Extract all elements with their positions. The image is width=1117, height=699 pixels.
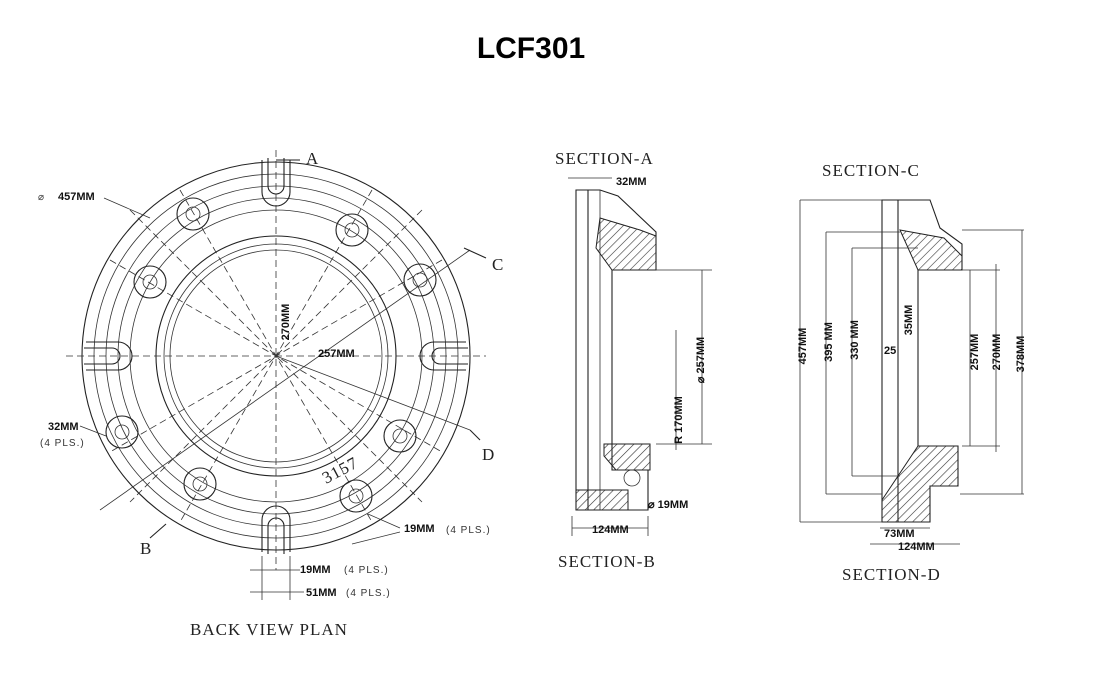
section-cd-d330: 330 MM — [849, 320, 861, 360]
drawing-title: LCF301 — [477, 32, 585, 65]
section-a-b: SECTION-A 32MM ⌀ 257MM R 170MM ⌀ 19MM 12… — [555, 149, 712, 571]
stamp-number: 3157 — [319, 453, 361, 488]
outer-dia-symbol: ⌀ — [38, 192, 45, 203]
outer-dia-label: 457MM — [58, 191, 95, 203]
section-ab-width-124: 124MM — [592, 524, 629, 536]
section-marker-c: C — [492, 255, 504, 274]
section-a-caption: SECTION-A — [555, 149, 654, 168]
inner-dia-vertical-label: 270MM — [280, 304, 292, 341]
slot-width-bottom-label: 19MM — [300, 564, 331, 576]
section-b-caption: SECTION-B — [558, 552, 656, 571]
section-cd-d270: 270MM — [991, 334, 1003, 371]
section-cd-d35: 35MM — [903, 305, 915, 336]
section-c-d: SECTION-C 457MM 395 MM 330 MM 35MM 25 25… — [797, 161, 1027, 584]
back-view-caption: BACK VIEW PLAN — [190, 620, 348, 639]
slot-width-label: 32MM — [48, 421, 79, 433]
back-view-plan: A B C D ⌀ 457MM 270MM 257MM 32MM (4 PLS.… — [38, 149, 504, 639]
section-ab-dia-257: ⌀ 257MM — [695, 337, 707, 383]
section-ab-radius-170: R 170MM — [673, 396, 685, 444]
hole-count-label: (4 PLS.) — [446, 525, 491, 536]
section-cd-d378: 378MM — [1015, 336, 1027, 373]
section-cd-d395: 395 MM — [823, 322, 835, 362]
section-cd-d257: 257MM — [969, 334, 981, 371]
hole-dia-label: 19MM — [404, 523, 435, 535]
section-cd-d457: 457MM — [797, 328, 809, 365]
slot-count-label: (4 PLS.) — [40, 438, 85, 449]
inner-dia-label: 257MM — [318, 348, 355, 360]
section-cd-w73: 73MM — [884, 528, 915, 540]
center-lines — [66, 150, 486, 570]
section-cd-d25: 25 — [884, 345, 896, 357]
section-c-caption: SECTION-C — [822, 161, 920, 180]
section-marker-d: D — [482, 445, 495, 464]
slot-width-bottom-count: (4 PLS.) — [344, 565, 389, 576]
slot-length-label: 51MM — [306, 587, 337, 599]
bolt-holes — [105, 197, 437, 513]
section-marker-a: A — [306, 149, 319, 168]
section-a-top-width: 32MM — [616, 176, 647, 188]
section-d-caption: SECTION-D — [842, 565, 941, 584]
section-cd-w124: 124MM — [898, 541, 935, 553]
section-marker-b: B — [140, 539, 152, 558]
u-slots — [84, 158, 468, 554]
section-ab-hole-19: ⌀ 19MM — [648, 499, 688, 511]
slot-length-count: (4 PLS.) — [346, 588, 391, 599]
